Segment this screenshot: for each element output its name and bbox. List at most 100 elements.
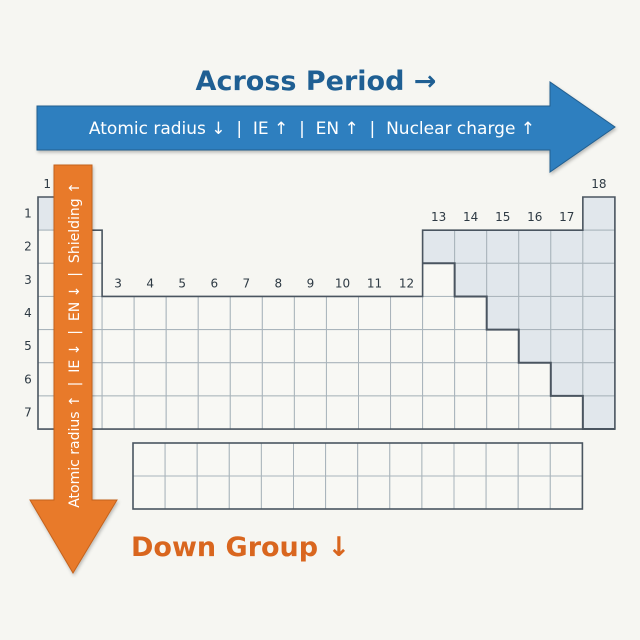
element-cell [454, 329, 488, 364]
element-cell [101, 329, 135, 364]
element-cell [293, 329, 327, 364]
element-cell [261, 395, 295, 430]
group-label: 7 [243, 276, 251, 290]
element-cell [390, 395, 424, 430]
f-block-cell [549, 475, 583, 510]
element-cell [582, 295, 616, 331]
element-cell [486, 229, 520, 264]
f-block-cell [228, 475, 262, 510]
element-cell [261, 295, 295, 331]
down-group-title: Down Group ↓ [131, 532, 350, 563]
element-cell [390, 362, 424, 397]
element-cell [582, 362, 616, 397]
element-cell [454, 295, 488, 331]
f-block-cell [260, 475, 294, 510]
element-cell [261, 329, 295, 364]
element-cell [197, 395, 231, 430]
element-cell [550, 395, 584, 430]
group-label: 10 [335, 276, 350, 290]
element-cell [133, 395, 167, 430]
element-cell [358, 295, 392, 331]
element-cell [486, 262, 520, 297]
element-cell [582, 329, 616, 364]
element-cell [550, 295, 584, 331]
f-block-cell [228, 442, 262, 477]
element-cell [582, 395, 616, 430]
group-label: 11 [367, 276, 382, 290]
element-cell [261, 362, 295, 397]
element-cell [229, 295, 263, 331]
element-cell [518, 295, 552, 331]
group-label: 6 [210, 276, 218, 290]
group-label: 13 [431, 210, 446, 224]
element-cell [422, 329, 456, 364]
group-label: 18 [591, 177, 606, 191]
f-block-cell [357, 442, 391, 477]
element-cell [197, 362, 231, 397]
element-cell [550, 262, 584, 297]
element-cell [422, 362, 456, 397]
element-cell [197, 329, 231, 364]
element-cell [101, 362, 135, 397]
f-block-cell [196, 475, 230, 510]
element-cell [229, 362, 263, 397]
element-cell [325, 362, 360, 397]
element-cell [358, 395, 392, 430]
element-cell [197, 295, 231, 331]
element-cell [390, 329, 424, 364]
element-cell [325, 329, 360, 364]
f-block-grid [132, 442, 584, 510]
period-label: 2 [24, 240, 32, 254]
f-block-cell [196, 442, 230, 477]
element-cell [550, 329, 584, 364]
element-cell [390, 295, 424, 331]
element-cell [358, 362, 392, 397]
group-label: 4 [146, 276, 154, 290]
element-cell [165, 395, 199, 430]
f-block-cell [357, 475, 391, 510]
element-cell [422, 295, 456, 331]
metal-nonmetal-staircase [422, 262, 615, 431]
f-block-outline [132, 442, 584, 510]
across-period-trends: Atomic radius ↓ | IE ↑ | EN ↑ | Nuclear … [89, 119, 535, 139]
f-block-cell [453, 442, 487, 477]
element-cell [325, 295, 360, 331]
group-label: 8 [275, 276, 283, 290]
period-label: 7 [24, 405, 32, 419]
group-label: 17 [559, 210, 574, 224]
across-period-arrow [36, 81, 616, 173]
element-cell [325, 395, 360, 430]
element-cell [165, 295, 199, 331]
element-cell [518, 229, 552, 264]
element-cell [486, 362, 520, 397]
element-cell [133, 362, 167, 397]
element-cell [133, 295, 167, 331]
period-label: 1 [24, 207, 32, 221]
element-cell [422, 395, 456, 430]
f-block-cell [164, 475, 198, 510]
element-cell [454, 362, 488, 397]
element-cell [486, 395, 520, 430]
f-block-cell [132, 442, 166, 477]
element-cell [518, 262, 552, 297]
down-group-trends: Atomic radius ↑ | IE ↓ | EN ↓ | Shieldin… [67, 182, 83, 508]
f-block-cell [325, 442, 359, 477]
group-label: 16 [527, 210, 542, 224]
group-label: 3 [114, 276, 122, 290]
f-block-cell [293, 442, 327, 477]
element-cell [518, 362, 552, 397]
f-block-cell [132, 475, 166, 510]
f-block-cell [453, 475, 487, 510]
f-block-cell [421, 442, 455, 477]
element-cell [101, 295, 135, 331]
group-label: 14 [463, 210, 478, 224]
element-cell [550, 362, 584, 397]
f-block-cell [293, 475, 327, 510]
group-label: 1 [43, 177, 51, 191]
group-label: 12 [399, 276, 414, 290]
element-cell [454, 262, 488, 297]
f-block-cell [485, 442, 519, 477]
element-cell [422, 262, 456, 297]
f-block-cell [517, 442, 551, 477]
